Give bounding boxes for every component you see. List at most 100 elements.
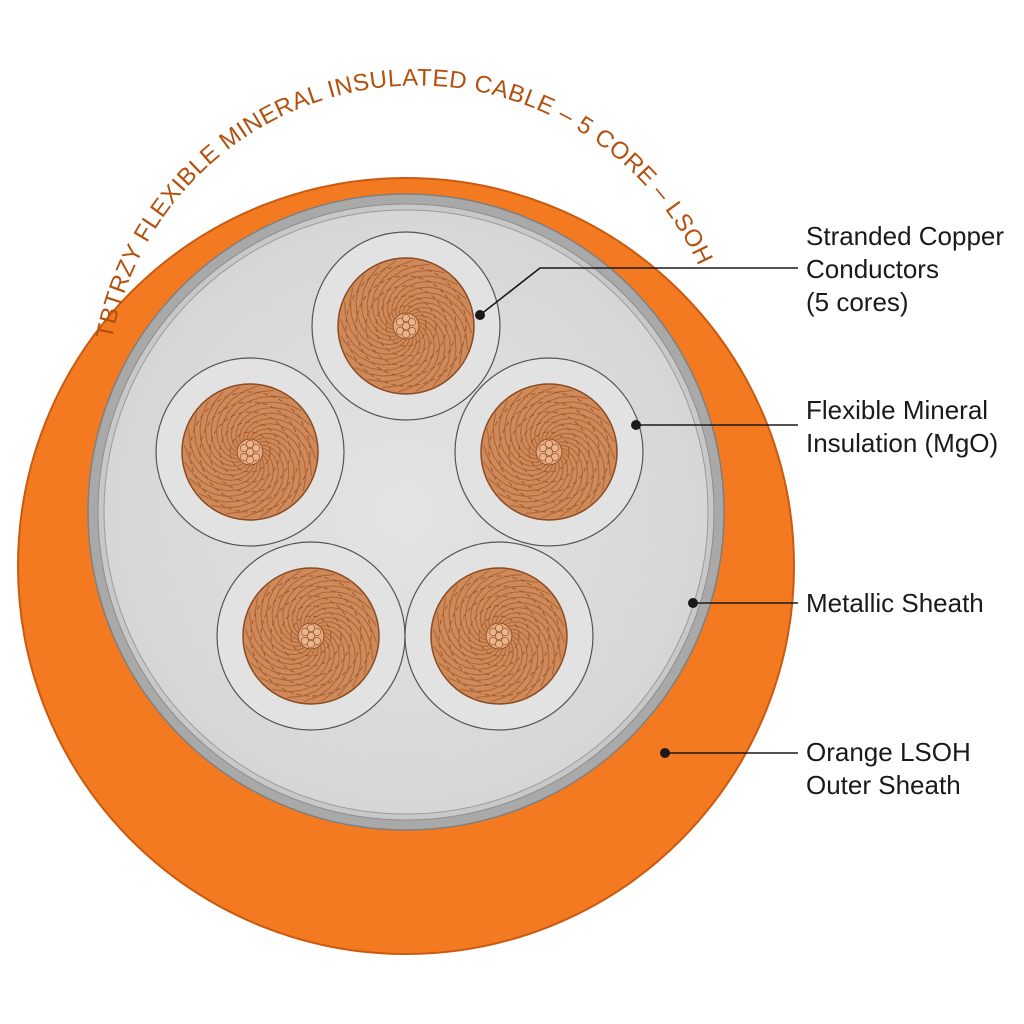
callout-conductors-line-3: (5 cores) (806, 287, 909, 317)
callout-outer-sheath-line-1: Orange LSOH (806, 737, 971, 767)
core-5-spiral-strand (475, 631, 528, 699)
core-3-center-wire-6 (545, 440, 553, 448)
core-4-spiral-strand (250, 642, 326, 681)
core-2-spiral-strand (198, 455, 270, 503)
core-4-spiral-strand (271, 570, 302, 647)
callout-metallic-sheath-line-1: Metallic Sheath (806, 588, 984, 618)
core-5-spiral-strand (494, 607, 562, 660)
core-4-spiral-strand (300, 596, 377, 627)
core-3-spiral-strand (488, 458, 564, 497)
core-1-spiral-strand (366, 260, 397, 337)
core-4-spiral-strand (254, 597, 312, 660)
core-5-spiral-strand (432, 628, 507, 671)
core-3-spiral-strand (509, 386, 540, 463)
callout-insulation-line-2: Insulation (MgO) (806, 428, 999, 458)
callout-outer-sheath: Orange LSOH Outer Sheath (806, 736, 971, 802)
core-2-spiral-strand (253, 432, 301, 504)
core-4-spiral-strand (303, 628, 346, 703)
core-5-center-wire-6 (495, 624, 503, 632)
core-3-spiral-strand (544, 423, 612, 476)
core-3-spiral-strand (529, 401, 601, 449)
core-1-spiral-strand (409, 306, 457, 378)
core-1-spiral-strand (354, 329, 426, 377)
core-4-spiral-strand (303, 601, 378, 644)
core-1-spiral-strand (343, 302, 411, 355)
core-5-spiral-strand (508, 625, 539, 702)
core-1-spiral-strand (382, 321, 435, 389)
core-3-center-wire-1 (545, 448, 553, 456)
core-4-spiral-strand (314, 616, 362, 688)
core-4-spiral-strand (287, 579, 350, 637)
core-5-spiral-strand (475, 579, 538, 637)
core-1-center-wire-3 (408, 318, 416, 326)
core-3-strand-ring-1 (488, 391, 610, 513)
core-2-spiral-strand (242, 444, 285, 519)
core-2-center-wire-2 (240, 444, 248, 452)
core-3-spiral-strand (504, 391, 543, 467)
core-5-spiral-strand (464, 569, 507, 644)
core-2-spiral-strand (189, 458, 265, 497)
dot-conductors (475, 310, 485, 320)
core-3-center-wire-2 (539, 444, 547, 452)
core-4-spiral-strand (245, 645, 322, 676)
callout-conductors-line-1: Stranded Copper (806, 221, 1005, 251)
core-4-spiral-strand (260, 584, 308, 656)
core-3-spiral-strand (558, 441, 589, 518)
core-4-strand-ring-2 (260, 585, 362, 687)
core-1-strand-ring-4 (375, 295, 437, 357)
core-5-spiral-strand (447, 639, 519, 687)
core-3-strand-ring-3 (508, 411, 590, 493)
core-4-spiral-strand (244, 628, 319, 671)
core-5-spiral-strand (498, 612, 556, 675)
core-1-spiral-strand (339, 318, 414, 361)
core-3-center-wire-7 (545, 456, 553, 464)
core-3 (454, 357, 644, 547)
core-1-center-wire-2 (396, 318, 404, 326)
core-4-spiral-strand (282, 573, 335, 641)
core-2-strand-ring-1 (189, 391, 311, 513)
cores-group (155, 231, 644, 731)
core-4-center-wire-3 (313, 628, 321, 636)
core-3-spiral-strand (552, 432, 600, 504)
core-2-spiral-strand (210, 386, 241, 463)
core-5-spiral-strand (460, 635, 523, 693)
core-5-spiral-strand (488, 596, 565, 627)
core-1-spiral-strand (371, 259, 414, 334)
core-2-spiral-strand (183, 444, 258, 487)
core-1 (311, 231, 501, 421)
core-5-strand-ring-1 (438, 575, 560, 697)
core-2-spiral-strand (211, 451, 274, 509)
core-1-spiral-strand (377, 263, 430, 331)
core-3-spiral-strand (492, 413, 550, 476)
callout-dots (475, 310, 698, 758)
core-4-spiral-strand (259, 639, 331, 687)
core-1-spiral-strand (340, 335, 417, 366)
core-2-spiral-strand (184, 461, 261, 492)
core-3-spiral-strand (510, 451, 573, 509)
core-5-spiral-strand (470, 573, 523, 641)
core-2-spiral-strand (235, 407, 311, 446)
core-2-spiral-strand (230, 401, 302, 449)
core-5-spiral-strand (442, 597, 500, 660)
core-4-spiral-strand (306, 607, 374, 660)
core-2-strand-ring-2 (199, 401, 301, 503)
core-5-spiral-strand (479, 585, 551, 633)
core-4-spiral-strand (287, 631, 340, 699)
core-5-spiral-strand (505, 621, 544, 697)
core-3-spiral-strand (483, 461, 560, 492)
callout-insulation-line-1: Flexible Mineral (806, 395, 989, 425)
core-5-center-wire-3 (501, 628, 509, 636)
core-1-spiral-strand (398, 291, 473, 334)
core-3-spiral-strand (525, 447, 578, 515)
core-2-spiral-strand (239, 412, 316, 443)
core-4 (216, 541, 406, 731)
core-1-spiral-strand (401, 297, 469, 350)
core-5-strand-ring-4 (468, 605, 530, 667)
core-2 (155, 357, 345, 547)
core-4-spiral-strand (266, 575, 305, 651)
callout-conductors: Stranded Copper Conductors (5 cores) (806, 220, 1004, 319)
core-1-center-wire-7 (402, 330, 410, 338)
core-4-center-wire-6 (307, 624, 315, 632)
core-2-spiral-strand (259, 441, 290, 518)
core-2-spiral-strand (193, 413, 251, 476)
